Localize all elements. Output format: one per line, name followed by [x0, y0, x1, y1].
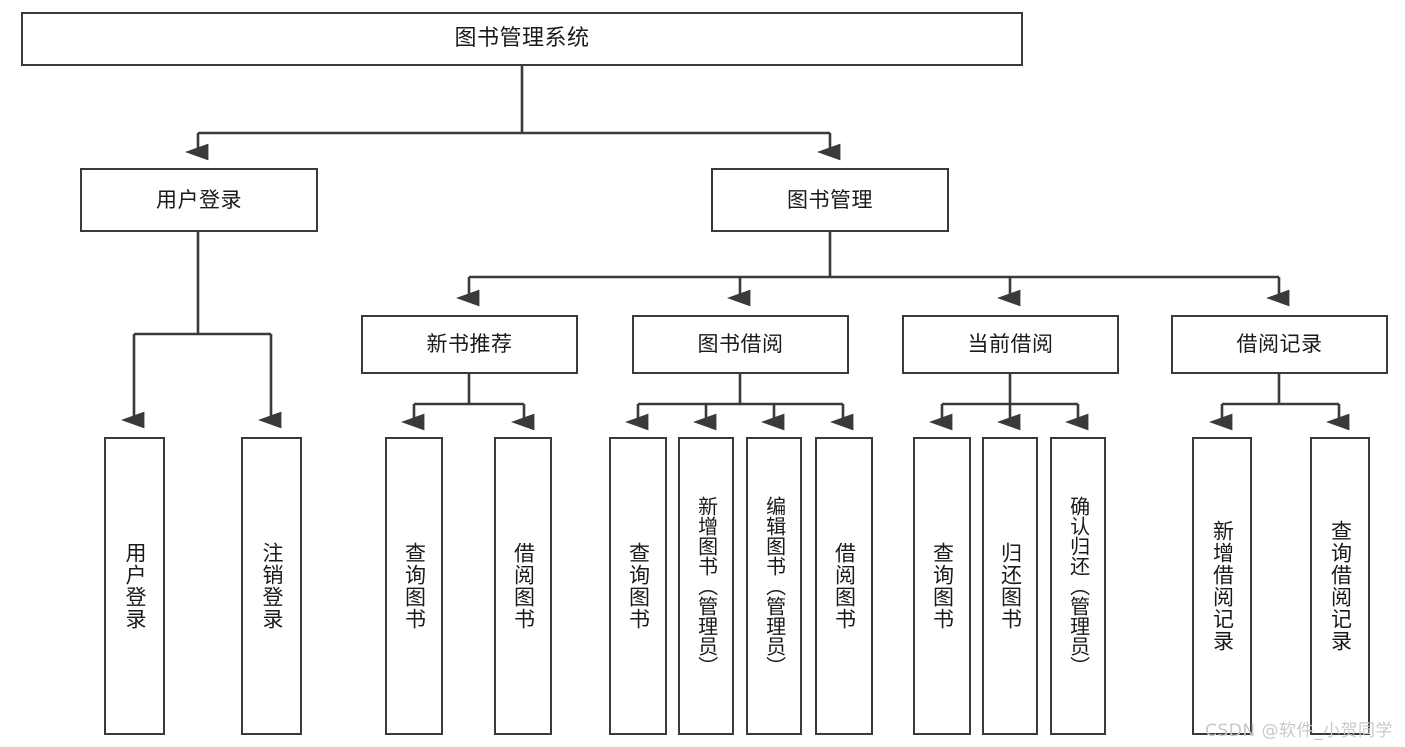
node-leaf-add-book-admin[interactable]: 新增图书（管理员）	[678, 437, 734, 735]
node-leaf-query-book-recommend[interactable]: 查询图书	[385, 437, 443, 735]
node-label: 查询图书	[930, 542, 955, 630]
node-leaf-query-book-current[interactable]: 查询图书	[913, 437, 971, 735]
node-label: 用户登录	[156, 187, 242, 212]
node-label: 新增借阅记录	[1210, 520, 1235, 652]
node-label: 借阅记录	[1236, 332, 1323, 356]
node-leaf-add-borrow-record[interactable]: 新增借阅记录	[1192, 437, 1252, 735]
node-leaf-query-book-borrow[interactable]: 查询图书	[609, 437, 667, 735]
node-label: 图书管理	[787, 187, 873, 212]
node-label: 借阅图书	[511, 542, 536, 630]
node-label: 当前借阅	[967, 332, 1054, 356]
node-label: 确认归还（管理员）	[1066, 496, 1091, 676]
node-leaf-edit-book-admin[interactable]: 编辑图书（管理员）	[746, 437, 802, 735]
node-borrow-records[interactable]: 借阅记录	[1171, 315, 1388, 374]
node-leaf-confirm-return-admin[interactable]: 确认归还（管理员）	[1050, 437, 1106, 735]
node-label: 编辑图书（管理员）	[762, 496, 787, 676]
node-label: 用户登录	[122, 542, 147, 630]
node-leaf-borrow-book-recommend[interactable]: 借阅图书	[494, 437, 552, 735]
node-current-borrow[interactable]: 当前借阅	[902, 315, 1119, 374]
node-label: 查询借阅记录	[1328, 520, 1353, 652]
node-leaf-query-borrow-record[interactable]: 查询借阅记录	[1310, 437, 1370, 735]
watermark: CSDN @软件_小贺同学	[1205, 721, 1393, 741]
node-book-borrow[interactable]: 图书借阅	[632, 315, 849, 374]
node-label: 新增图书（管理员）	[694, 496, 719, 676]
node-leaf-borrow-book[interactable]: 借阅图书	[815, 437, 873, 735]
node-label: 借阅图书	[832, 542, 857, 630]
node-label: 注销登录	[259, 542, 284, 630]
node-new-book-recommend[interactable]: 新书推荐	[361, 315, 578, 374]
node-root-system[interactable]: 图书管理系统	[21, 12, 1023, 66]
node-book-management[interactable]: 图书管理	[711, 168, 949, 232]
node-leaf-return-book[interactable]: 归还图书	[982, 437, 1038, 735]
node-label: 新书推荐	[426, 332, 513, 356]
node-label: 图书管理系统	[454, 26, 590, 51]
node-user-login[interactable]: 用户登录	[80, 168, 318, 232]
node-leaf-user-login[interactable]: 用户登录	[104, 437, 165, 735]
node-leaf-logout[interactable]: 注销登录	[241, 437, 302, 735]
node-label: 图书借阅	[697, 332, 784, 356]
node-label: 查询图书	[402, 542, 427, 630]
node-label: 查询图书	[626, 542, 651, 630]
node-label: 归还图书	[998, 542, 1023, 630]
